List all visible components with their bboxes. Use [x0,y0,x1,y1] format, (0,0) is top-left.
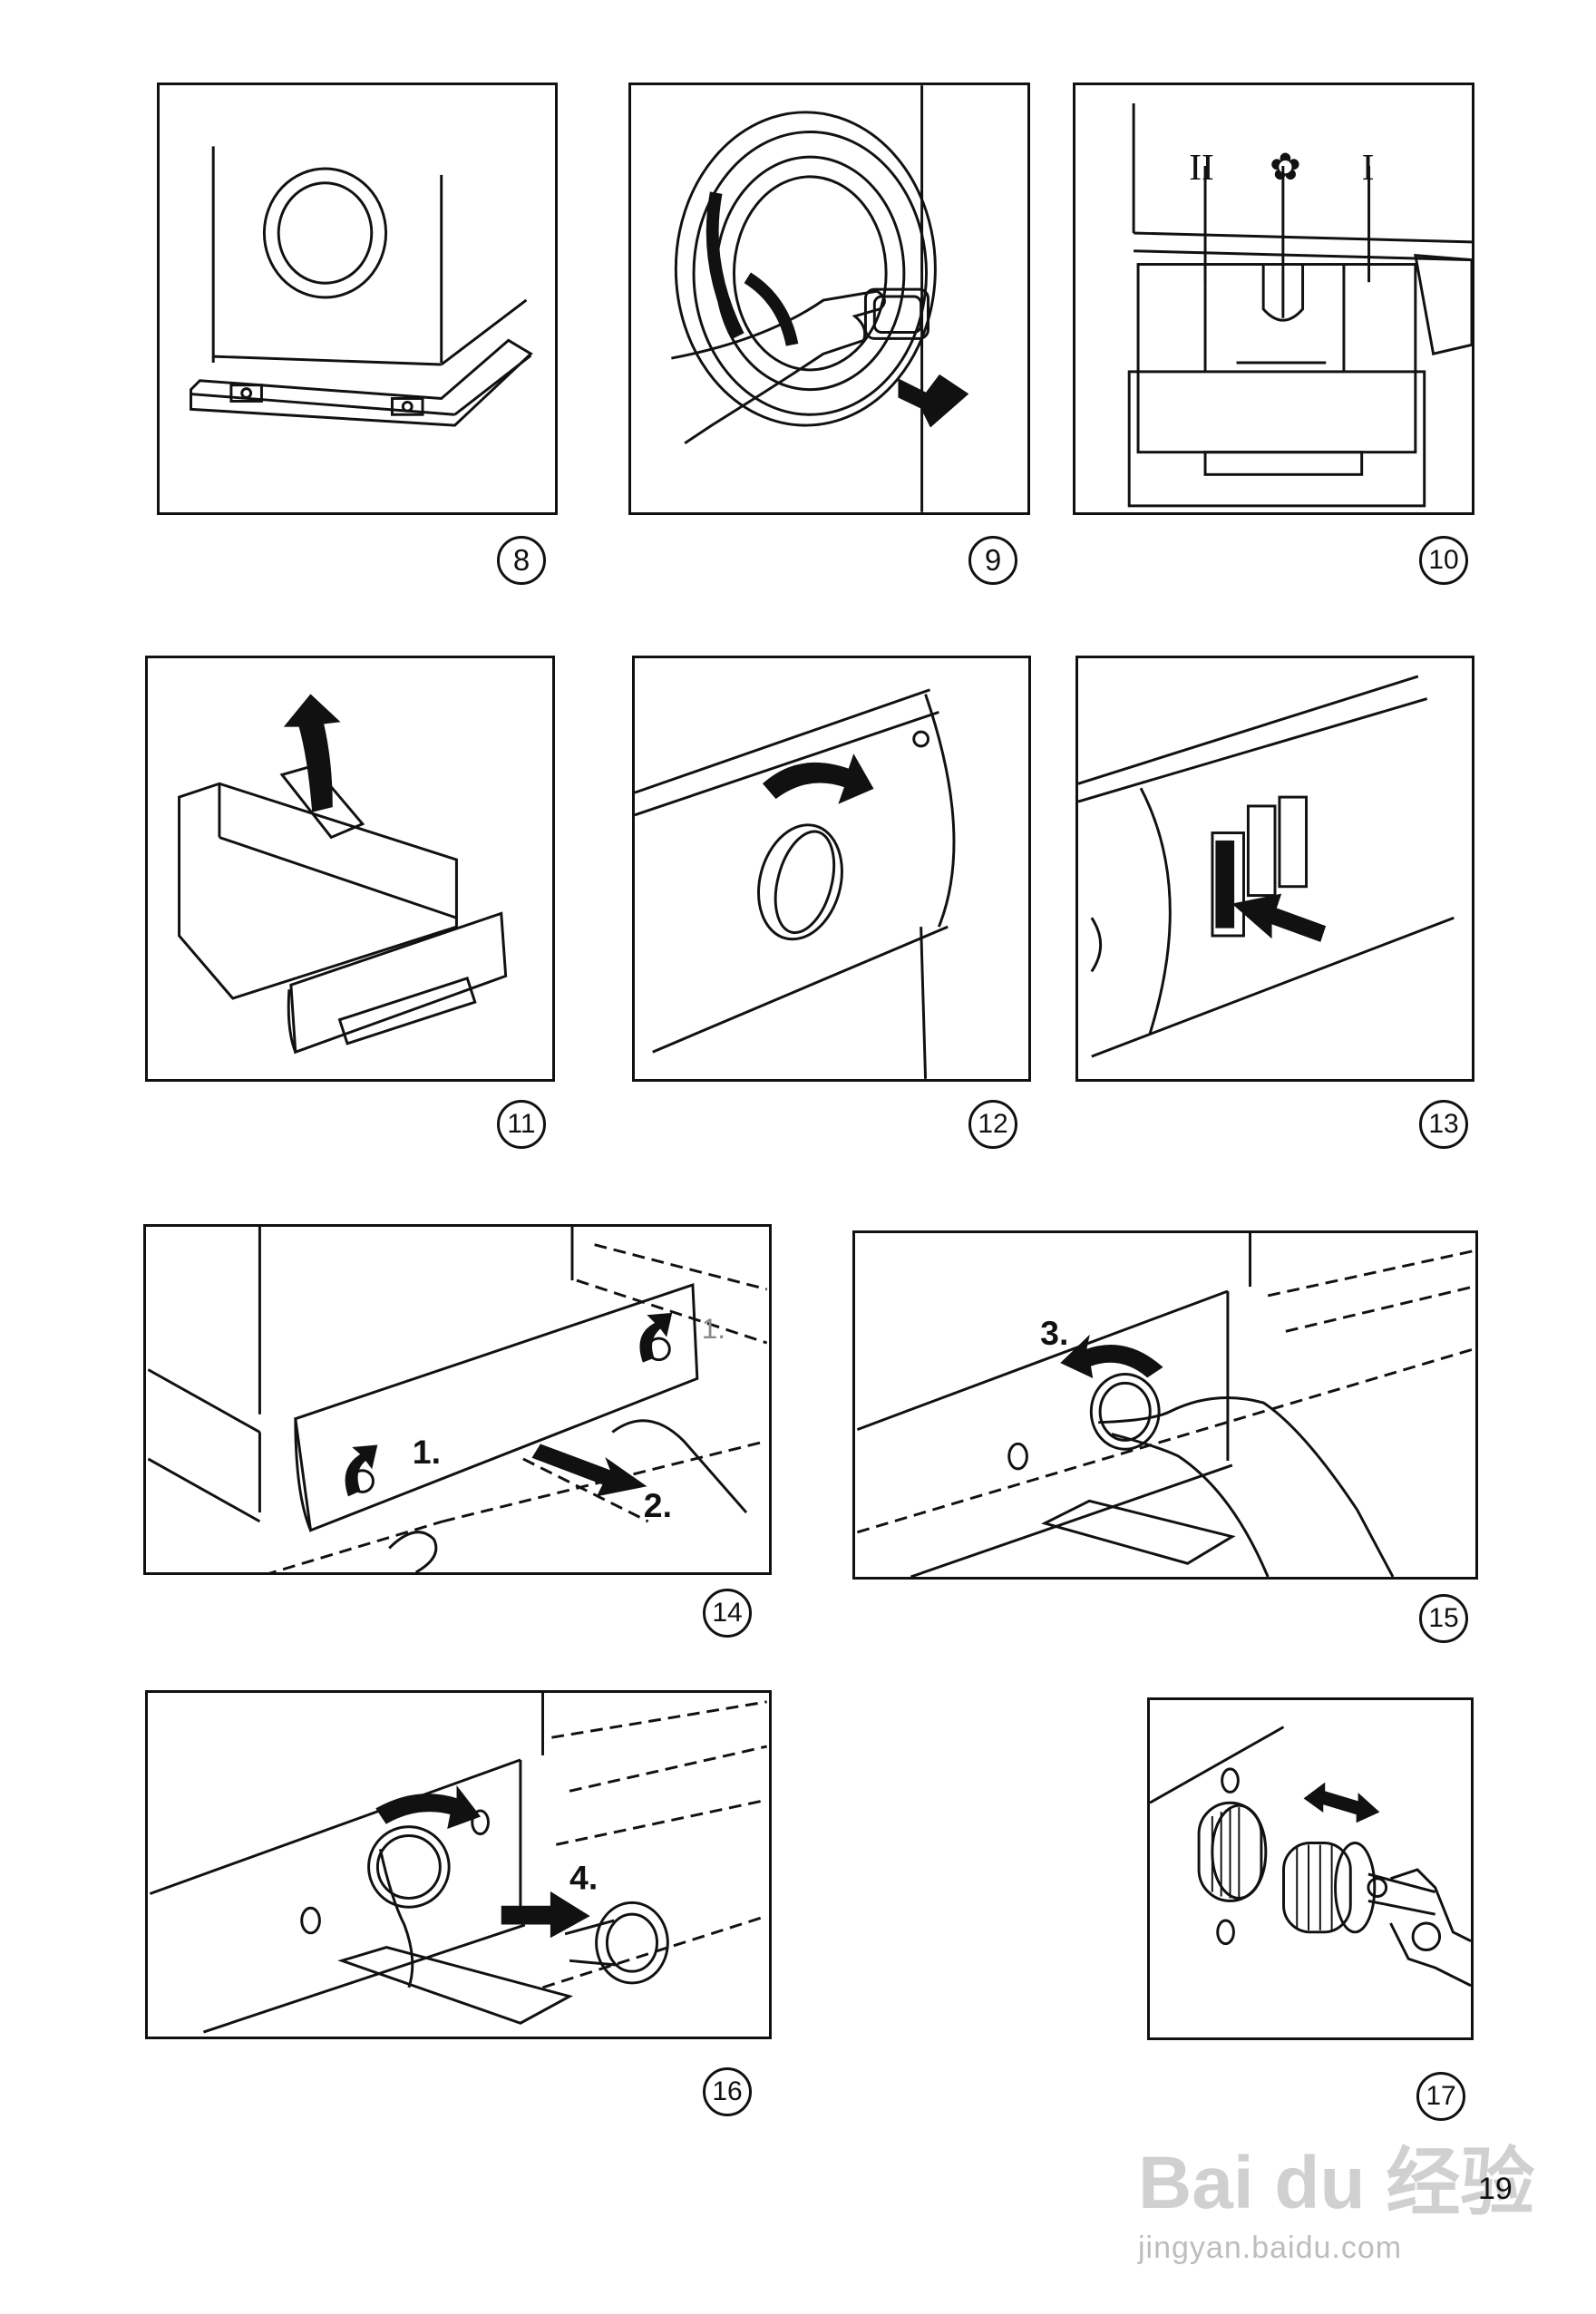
program-selector-knob-illustration [635,688,956,1079]
opening-pump-cover-illustration: 3. [856,1233,1474,1577]
page-number: 19 [1478,2172,1513,2206]
figure-8-number: 8 [497,536,546,585]
figure-13-panel [1075,656,1474,1082]
figure-12-panel [632,656,1031,1082]
step-4-label: 4. [569,1859,598,1897]
figure-13-number: 13 [1419,1100,1468,1149]
figure-15-number: 15 [1419,1594,1468,1643]
figure-16-number: 16 [703,2067,752,2116]
figure-11-panel [145,656,555,1082]
figure-17-panel [1147,1697,1474,2040]
figure-9-number: 9 [968,536,1017,585]
removing-pump-filter-illustration: 4. [149,1693,768,2034]
figure-14-number: 14 [703,1589,752,1638]
compartment-label-i: I [1362,146,1375,188]
pump-filter-cleaning-illustration [1150,1726,1471,1988]
figure-17-number: 17 [1416,2072,1465,2121]
opening-door-by-hand-illustration [671,85,969,512]
figure-15-panel: 3. [852,1230,1478,1580]
figure-9-panel [628,83,1030,515]
compartment-label-ii: II [1189,146,1214,188]
figure-16-panel: 4. [145,1690,772,2039]
figure-10-panel: II ✿ I [1073,83,1474,515]
baidu-watermark-logo: Bai du 经验 [1138,2142,1535,2224]
removing-plinth-panel-illustration: 1. 1. 2. [147,1227,768,1572]
washer-on-transport-base-illustration [190,146,533,427]
figure-11-number: 11 [497,1100,546,1149]
step-3-label: 3. [1040,1314,1068,1352]
step-1-left-label: 1. [413,1433,441,1471]
figure-14-panel: 1. 1. 2. [143,1224,772,1575]
power-button-press-illustration [1078,675,1455,1058]
removing-detergent-drawer-illustration [178,694,508,1055]
step-1-right-label: 1. [702,1312,725,1345]
figure-12-number: 12 [968,1100,1017,1149]
step-2-label: 2. [644,1486,672,1524]
figure-8-panel [157,83,558,515]
detergent-drawer-compartments-illustration: II ✿ I [1127,102,1472,508]
baidu-watermark-url: jingyan.baidu.com [1138,2231,1403,2265]
figure-10-number: 10 [1419,536,1468,585]
compartment-label-softener: ✿ [1270,146,1301,188]
